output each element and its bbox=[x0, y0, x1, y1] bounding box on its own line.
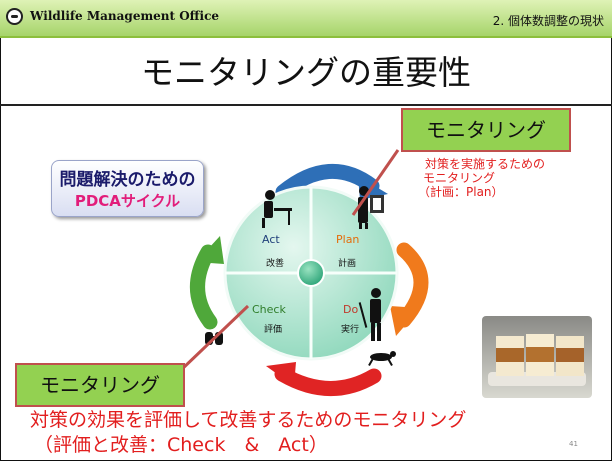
cycle-plan-sub: 計画 bbox=[338, 259, 357, 269]
cycle-check-sub: 評価 bbox=[264, 325, 283, 335]
sandwich-illustration bbox=[488, 334, 586, 386]
cycle-arrow-right-icon bbox=[390, 242, 429, 336]
pdca-line2: PDCAサイクル bbox=[74, 192, 181, 210]
cycle-plan-label: Plan bbox=[336, 233, 360, 246]
cycle-arrow-bottom-icon bbox=[266, 362, 382, 396]
header-bar: Wildlife Management Office 2. 個体数調整の現状 bbox=[0, 0, 612, 38]
cycle-arrow-left-icon bbox=[190, 236, 224, 330]
org-name: Wildlife Management Office bbox=[30, 9, 220, 23]
plan-note-line3: （計画：Plan） bbox=[418, 185, 504, 199]
section-label: 2. 個体数調整の現状 bbox=[492, 14, 604, 28]
slide-title: モニタリングの重要性 bbox=[141, 53, 471, 92]
bottom-caption-line1: 対策の効果を評価して改善するためのモニタリング bbox=[30, 409, 467, 431]
pointer-to-plan bbox=[351, 149, 400, 216]
cycle-act-label: Act bbox=[262, 233, 280, 246]
sandwich-photo bbox=[482, 316, 592, 398]
pointer-to-check bbox=[178, 304, 250, 373]
cycle-do-label: Do bbox=[343, 303, 359, 316]
pdca-line1: 問題解決のための bbox=[59, 170, 196, 190]
monitoring-callout-top: モニタリング bbox=[401, 108, 571, 152]
cycle-act-sub: 改善 bbox=[266, 259, 285, 269]
hunter-icon bbox=[358, 288, 381, 341]
plan-note-line2: モニタリング bbox=[423, 171, 496, 185]
person-at-desk-icon bbox=[262, 190, 292, 228]
office-logo-icon bbox=[6, 8, 23, 25]
plan-note-line1: 対策を実施するための bbox=[425, 157, 546, 171]
pdca-label-box: 問題解決のための PDCAサイクル bbox=[51, 160, 204, 217]
cycle-check-label: Check bbox=[252, 303, 286, 316]
page-number: 41 bbox=[569, 440, 578, 448]
monitoring-callout-left: モニタリング bbox=[15, 363, 185, 407]
title-underline bbox=[0, 104, 612, 106]
bottom-caption-line2: （評価と改善：Check & Act） bbox=[34, 434, 328, 456]
running-animal-icon bbox=[368, 351, 396, 366]
cycle-do-sub: 実行 bbox=[341, 325, 360, 335]
